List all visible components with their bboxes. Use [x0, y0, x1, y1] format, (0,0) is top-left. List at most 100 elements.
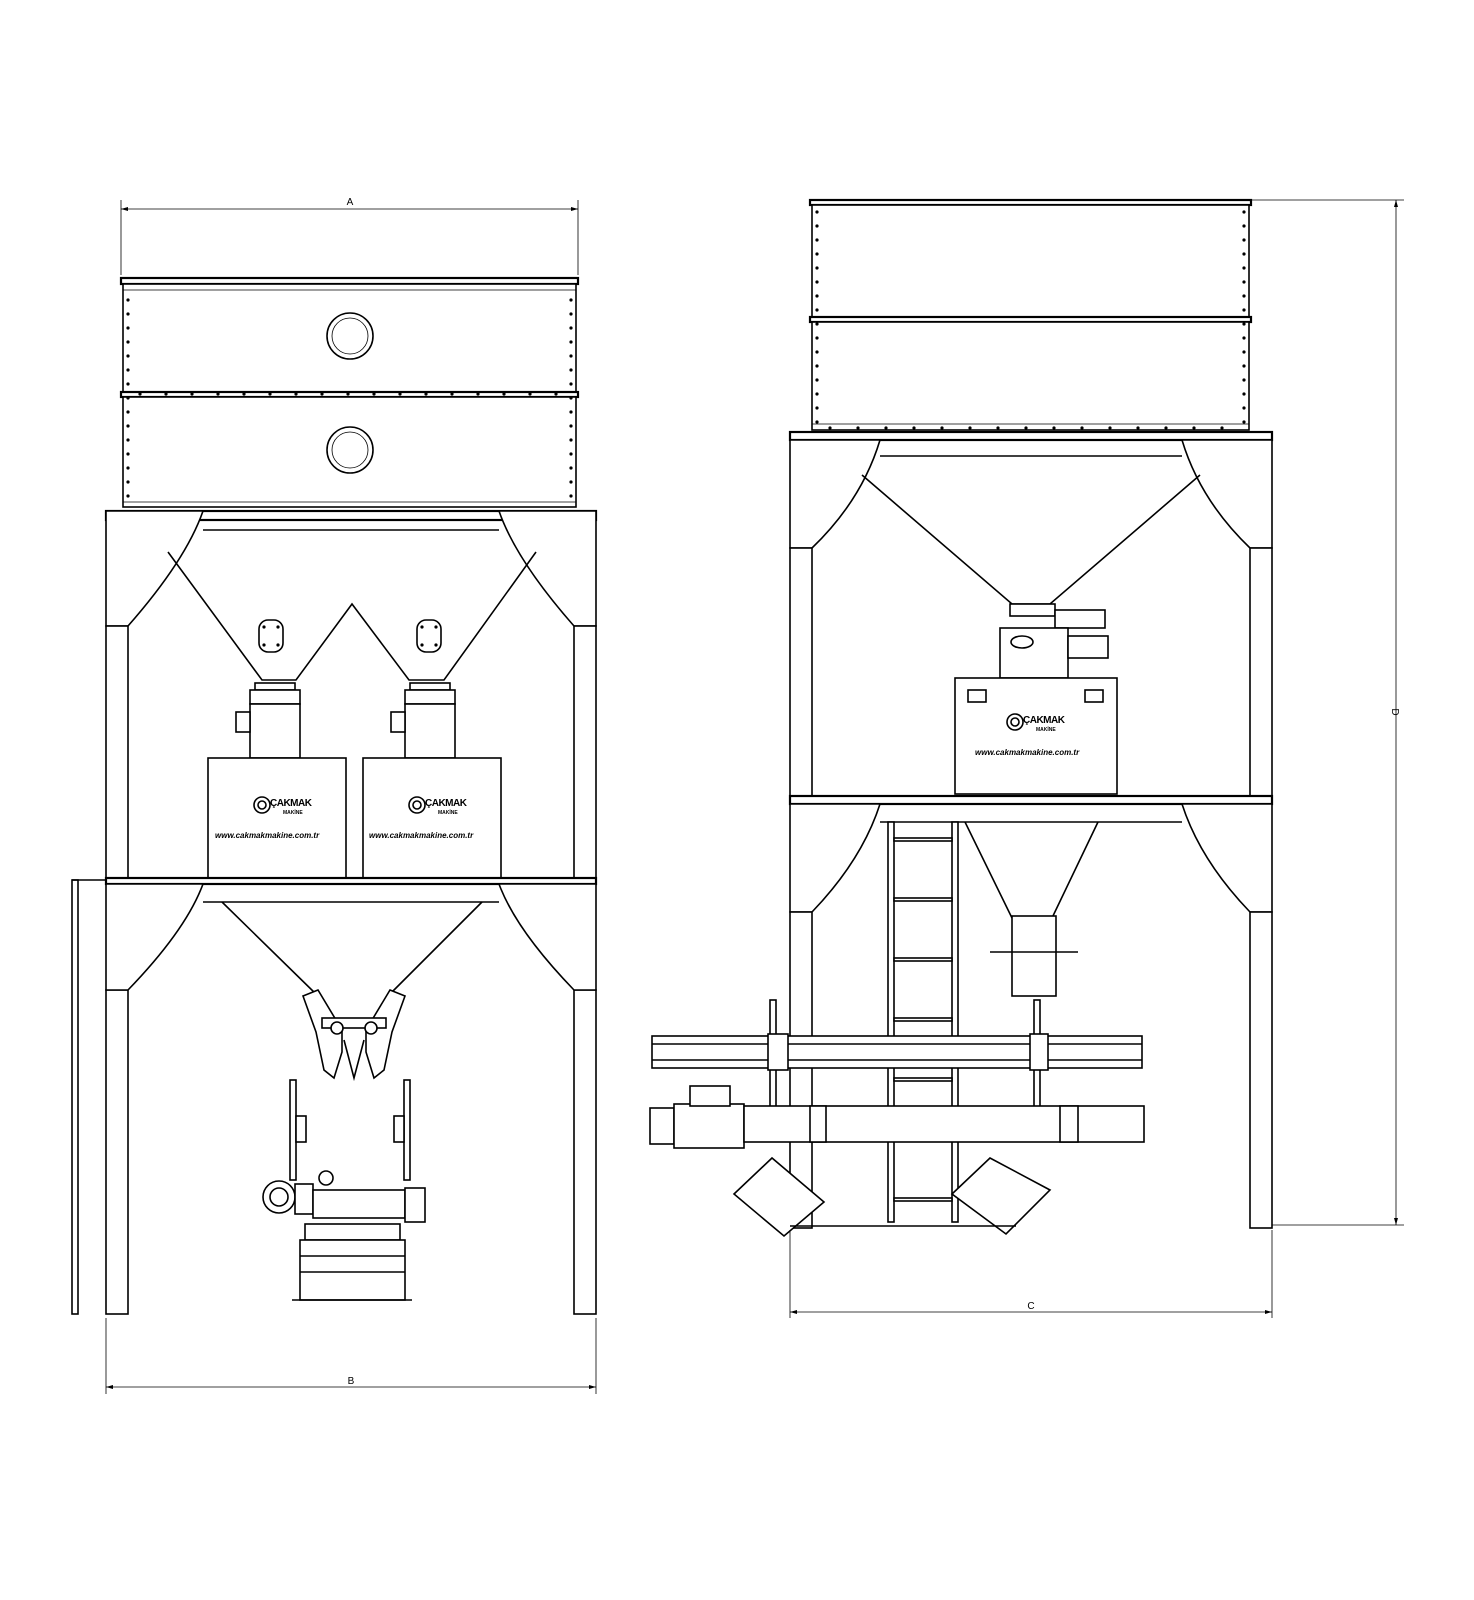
- bolt: [569, 382, 573, 386]
- bolt: [1242, 364, 1246, 368]
- bolt: [569, 494, 573, 498]
- bolt: [126, 298, 130, 302]
- bolt: [554, 392, 558, 396]
- ladder-rung: [893, 1077, 953, 1082]
- bolt: [126, 326, 130, 330]
- front-upper-hopper: [119, 276, 580, 508]
- dimension-c-label: C: [1027, 1301, 1034, 1312]
- bolt: [294, 392, 298, 396]
- side-feeder: [999, 603, 1109, 679]
- bolt: [996, 426, 1000, 430]
- bolt: [528, 392, 532, 396]
- bolt: [126, 494, 130, 498]
- front-right-logo: ÇAKMAK MAKİNE: [408, 796, 468, 816]
- bolt: [940, 426, 944, 430]
- bolt: [815, 364, 819, 368]
- dimension-d: D: [1251, 199, 1404, 1226]
- ladder-rung: [893, 837, 953, 842]
- bolt: [346, 392, 350, 396]
- bolt: [884, 426, 888, 430]
- bolt: [1242, 294, 1246, 298]
- side-conveyor: [649, 999, 1145, 1238]
- dimension-c: C: [789, 1230, 1273, 1318]
- weighing-box-left: ÇAKMAK MAKİNE www.cakmakmakine.com.tr: [207, 757, 347, 879]
- weighing-box-right: ÇAKMAK MAKİNE www.cakmakmakine.com.tr: [362, 757, 502, 879]
- bolt: [569, 368, 573, 372]
- bolt: [569, 396, 573, 400]
- bolt: [815, 238, 819, 242]
- bolt: [126, 466, 130, 470]
- bolt: [569, 466, 573, 470]
- side-weighing-box: ÇAKMAK MAKİNE www.cakmakmakine.com.tr: [954, 677, 1118, 795]
- website-label: www.cakmakmakine.com.tr: [215, 831, 320, 840]
- bolt: [216, 392, 220, 396]
- bolt: [569, 452, 573, 456]
- bolt: [126, 382, 130, 386]
- logo-sub: MAKİNE: [283, 809, 303, 816]
- bolt: [126, 424, 130, 428]
- bolt: [126, 368, 130, 372]
- bolt: [1220, 426, 1224, 430]
- dimension-b: B: [105, 1318, 597, 1394]
- bolt: [450, 392, 454, 396]
- bolt: [569, 424, 573, 428]
- side-logo: ÇAKMAK MAKİNE: [1006, 713, 1066, 733]
- bolt: [815, 392, 819, 396]
- side-view: ÇAKMAK MAKİNE www.cakmakmakine.com.tr: [649, 198, 1404, 1318]
- bolt: [815, 350, 819, 354]
- bolt: [126, 340, 130, 344]
- website-label: www.cakmakmakine.com.tr: [975, 748, 1080, 757]
- bolt: [1242, 280, 1246, 284]
- bolt: [815, 406, 819, 410]
- bolt: [138, 392, 142, 396]
- bolt: [815, 322, 819, 326]
- front-left-logo: ÇAKMAK MAKİNE: [253, 796, 313, 816]
- bolt: [320, 392, 324, 396]
- side-lower-frame: [788, 794, 1274, 1229]
- dimension-b-label: B: [348, 1376, 355, 1387]
- front-columns: [71, 625, 597, 1315]
- front-upper-frame: [104, 509, 598, 681]
- bolt: [1108, 426, 1112, 430]
- dimension-d-label: D: [1389, 708, 1400, 715]
- bolt: [1242, 224, 1246, 228]
- ladder-rung: [893, 897, 953, 902]
- bolt: [1242, 266, 1246, 270]
- bolt: [1242, 420, 1246, 424]
- bolt: [828, 426, 832, 430]
- bolt: [1242, 406, 1246, 410]
- logo-name: ÇAKMAK: [1023, 715, 1066, 726]
- bolt: [912, 426, 916, 430]
- bolt: [1242, 308, 1246, 312]
- bolt: [126, 354, 130, 358]
- bolt: [569, 410, 573, 414]
- website-label: www.cakmakmakine.com.tr: [369, 831, 474, 840]
- bolt: [815, 308, 819, 312]
- bolt: [126, 312, 130, 316]
- bolt: [126, 410, 130, 414]
- bolt: [815, 280, 819, 284]
- bolt: [815, 336, 819, 340]
- inspection-hatch-right: [416, 619, 442, 653]
- bolt: [372, 392, 376, 396]
- ladder-rung: [893, 1017, 953, 1022]
- bolt: [424, 392, 428, 396]
- front-lower-frame: [104, 876, 598, 997]
- bolt: [815, 266, 819, 270]
- dimension-a-label: A: [347, 197, 354, 208]
- bolt: [1136, 426, 1140, 430]
- front-feeder-units: [235, 682, 456, 759]
- front-view: A: [71, 197, 598, 1394]
- bolt: [126, 438, 130, 442]
- bolt: [1242, 252, 1246, 256]
- bolt: [856, 426, 860, 430]
- discharge-jaws: [301, 989, 407, 1082]
- bolt: [502, 392, 506, 396]
- logo-sub: MAKİNE: [1036, 726, 1056, 733]
- bolt: [1242, 350, 1246, 354]
- bolt: [569, 312, 573, 316]
- bolt: [1242, 392, 1246, 396]
- bolt: [126, 396, 130, 400]
- dimension-a: A: [120, 197, 579, 275]
